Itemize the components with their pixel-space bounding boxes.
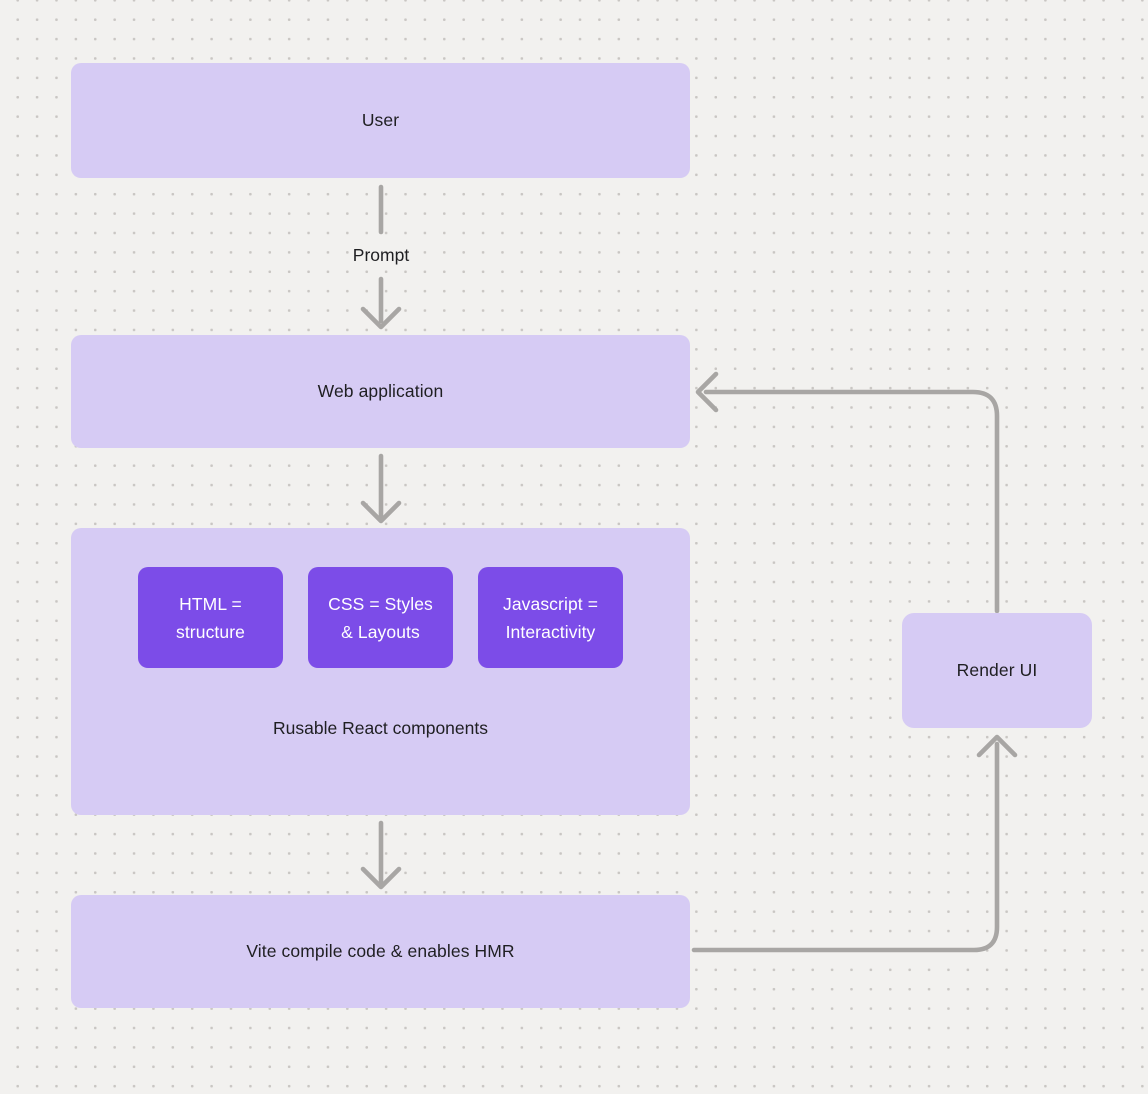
arrowhead-render-to-web	[695, 371, 719, 413]
arrowhead-user-to-web	[360, 306, 402, 330]
node-web-application-label: Web application	[317, 381, 444, 401]
arrow-vite-to-render	[691, 741, 1000, 953]
arrowhead-components-to-vite	[360, 866, 402, 890]
node-javascript-label: Javascript = Interactivity	[502, 593, 599, 642]
node-vite-label: Vite compile code & enables HMR	[246, 941, 515, 961]
arrowhead-vite-to-render	[976, 734, 1018, 758]
edge-label-prompt: Prompt	[352, 245, 410, 265]
components-caption: Rusable React components	[273, 718, 488, 738]
node-render-ui: Render UI	[902, 613, 1092, 728]
node-javascript: Javascript = Interactivity	[478, 567, 623, 668]
node-html-label: HTML = structure	[176, 593, 245, 642]
arrow-render-to-web	[703, 389, 1000, 614]
node-user: User	[71, 63, 690, 178]
node-html: HTML = structure	[138, 567, 283, 668]
node-css: CSS = Styles & Layouts	[308, 567, 453, 668]
arrowhead-web-to-components	[360, 500, 402, 524]
node-css-label: CSS = Styles & Layouts	[328, 593, 433, 642]
node-render-ui-label: Render UI	[956, 660, 1038, 680]
components-row: HTML = structure CSS = Styles & Layouts …	[138, 567, 623, 668]
node-web-application: Web application	[71, 335, 690, 448]
node-components-group: HTML = structure CSS = Styles & Layouts …	[71, 528, 690, 815]
node-vite: Vite compile code & enables HMR	[71, 895, 690, 1008]
node-user-label: User	[361, 110, 400, 130]
